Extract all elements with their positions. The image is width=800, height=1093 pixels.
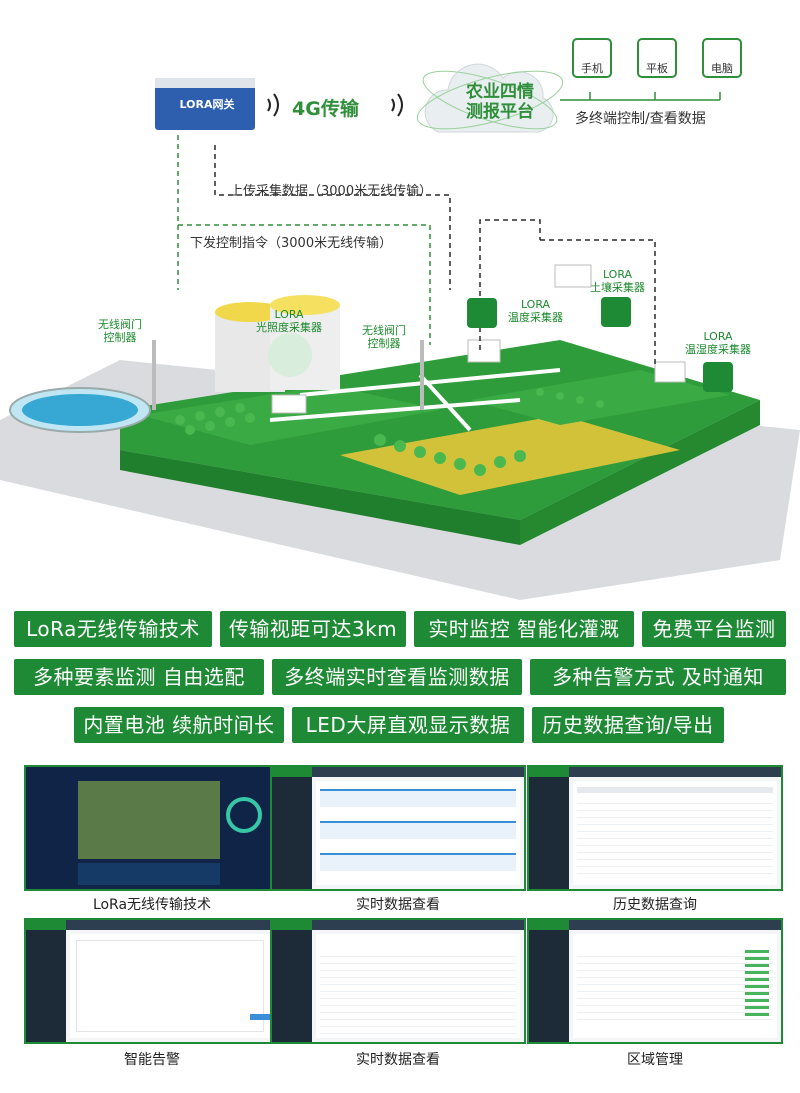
screenshot-caption: 历史数据查询: [613, 897, 697, 913]
gauge-icon: [226, 797, 262, 833]
computer-icon: [702, 38, 742, 78]
valve-left-label: 无线阀门 控制器: [98, 318, 142, 344]
screenshot-realtime: [270, 765, 526, 891]
platform-cloud-label: 农业四情 测报平台: [466, 82, 534, 122]
feature-tag: 多种要素监测 自由选配: [14, 659, 264, 695]
farm-illustration: [0, 63, 800, 600]
terminal-label-phone: 手机: [581, 62, 603, 75]
command-label: 下发控制指令（3000米无线传输）: [190, 236, 393, 251]
feature-tag: 免费平台监测: [642, 611, 786, 647]
feature-tag: 多终端实时查看监测数据: [272, 659, 522, 695]
tablet-icon: [637, 38, 677, 78]
screenshot-region: [527, 918, 783, 1044]
screenshot-caption: 智能告警: [124, 1052, 180, 1068]
screenshot-history: [527, 765, 783, 891]
valve-right-label: 无线阀门 控制器: [362, 324, 406, 350]
feature-tag: 多种告警方式 及时通知: [530, 659, 786, 695]
screenshot-realtime-2: [270, 918, 526, 1044]
feature-tag: 传输视距可达3km: [220, 611, 406, 647]
trend-panel: [78, 863, 220, 885]
feature-tag: 内置电池 续航时间长: [74, 707, 284, 743]
screenshot-caption: 实时数据查看: [356, 1052, 440, 1068]
humid-sensor-label: LORA 温湿度采集器: [685, 330, 751, 356]
feature-tag: LED大屏直观显示数据: [292, 707, 524, 743]
feature-tag: 实时监控 智能化灌溉: [414, 611, 634, 647]
terminal-label-computer: 电脑: [711, 62, 733, 75]
phone-icon: [572, 38, 612, 78]
screenshot-caption: 实时数据查看: [356, 897, 440, 913]
system-diagram: LORA网关 4G传输 农业四情 测报平台 手机 平板 电脑 多终端控制/查看数…: [0, 38, 800, 600]
screenshot-alarm: [24, 918, 280, 1044]
gateway-device: LORA网关: [179, 98, 235, 111]
screenshot-dashboard: [24, 765, 280, 891]
light-sensor-label: LORA 光照度采集器: [256, 308, 322, 334]
feature-tag: 历史数据查询/导出: [532, 707, 724, 743]
terminals-caption: 多终端控制/查看数据: [575, 111, 706, 127]
feature-tag: LoRa无线传输技术: [14, 611, 212, 647]
transmission-label: 4G传输: [292, 98, 359, 120]
terminal-label-tablet: 平板: [646, 62, 668, 75]
temp-sensor-label: LORA 温度采集器: [508, 298, 563, 324]
screenshot-caption: 区域管理: [627, 1052, 683, 1068]
screenshot-caption: LoRa无线传输技术: [92, 897, 212, 913]
map-image: [78, 781, 220, 859]
soil-sensor-label: LORA 土壤采集器: [590, 268, 645, 294]
upload-label: 上传采集数据（3000米无线传输）: [230, 184, 433, 199]
